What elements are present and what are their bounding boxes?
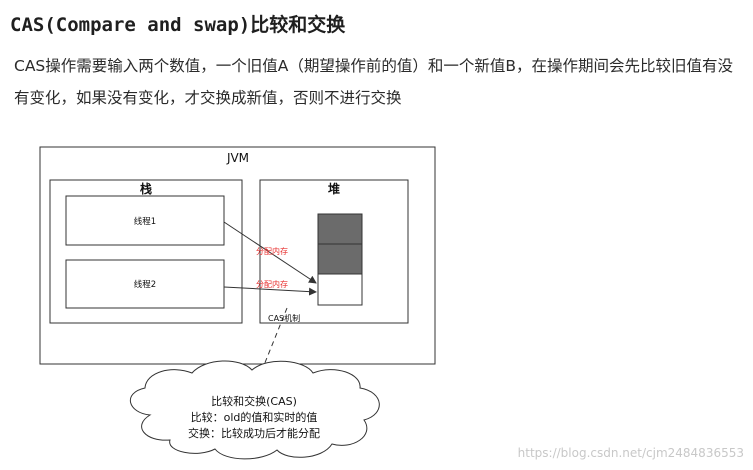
page-title: CAS(Compare and swap)比较和交换 <box>10 14 346 36</box>
heap-label: 堆 <box>328 181 340 196</box>
cas-mechanism-label: CAS机制 <box>268 313 300 323</box>
thread-2-alloc-arrow <box>223 286 317 296</box>
thread-2-box <box>65 259 225 309</box>
memory-block-3 <box>317 273 363 306</box>
thread-1-alloc-arrow <box>223 221 317 284</box>
watermark-text: https://blog.csdn.net/cjm2484836553 <box>518 446 744 460</box>
stack-label: 栈 <box>140 181 152 196</box>
heap-box <box>259 179 409 324</box>
thread-2-label: 线程2 <box>134 279 156 290</box>
cloud-line-3: 交换：比较成功后才能分配 <box>188 426 320 440</box>
thread-1-label: 线程1 <box>134 216 156 227</box>
thread-1-box <box>65 195 225 246</box>
memory-block-2 <box>317 243 363 275</box>
alloc-label-1: 分配内存 <box>256 246 288 256</box>
cloud-line-2: 比较：old的值和实时的值 <box>191 410 318 424</box>
stack-box <box>49 179 243 324</box>
description-paragraph: CAS操作需要输入两个数值，一个旧值A（期望操作前的值）和一个新值B，在操作期间… <box>14 57 734 107</box>
cas-cloud <box>129 360 380 460</box>
alloc-label-2: 分配内存 <box>256 279 288 289</box>
jvm-label: JVM <box>226 151 249 165</box>
memory-block-1 <box>317 213 363 245</box>
cas-dashed-arrow <box>255 307 288 386</box>
cloud-line-1: 比较和交换(CAS) <box>211 394 297 408</box>
